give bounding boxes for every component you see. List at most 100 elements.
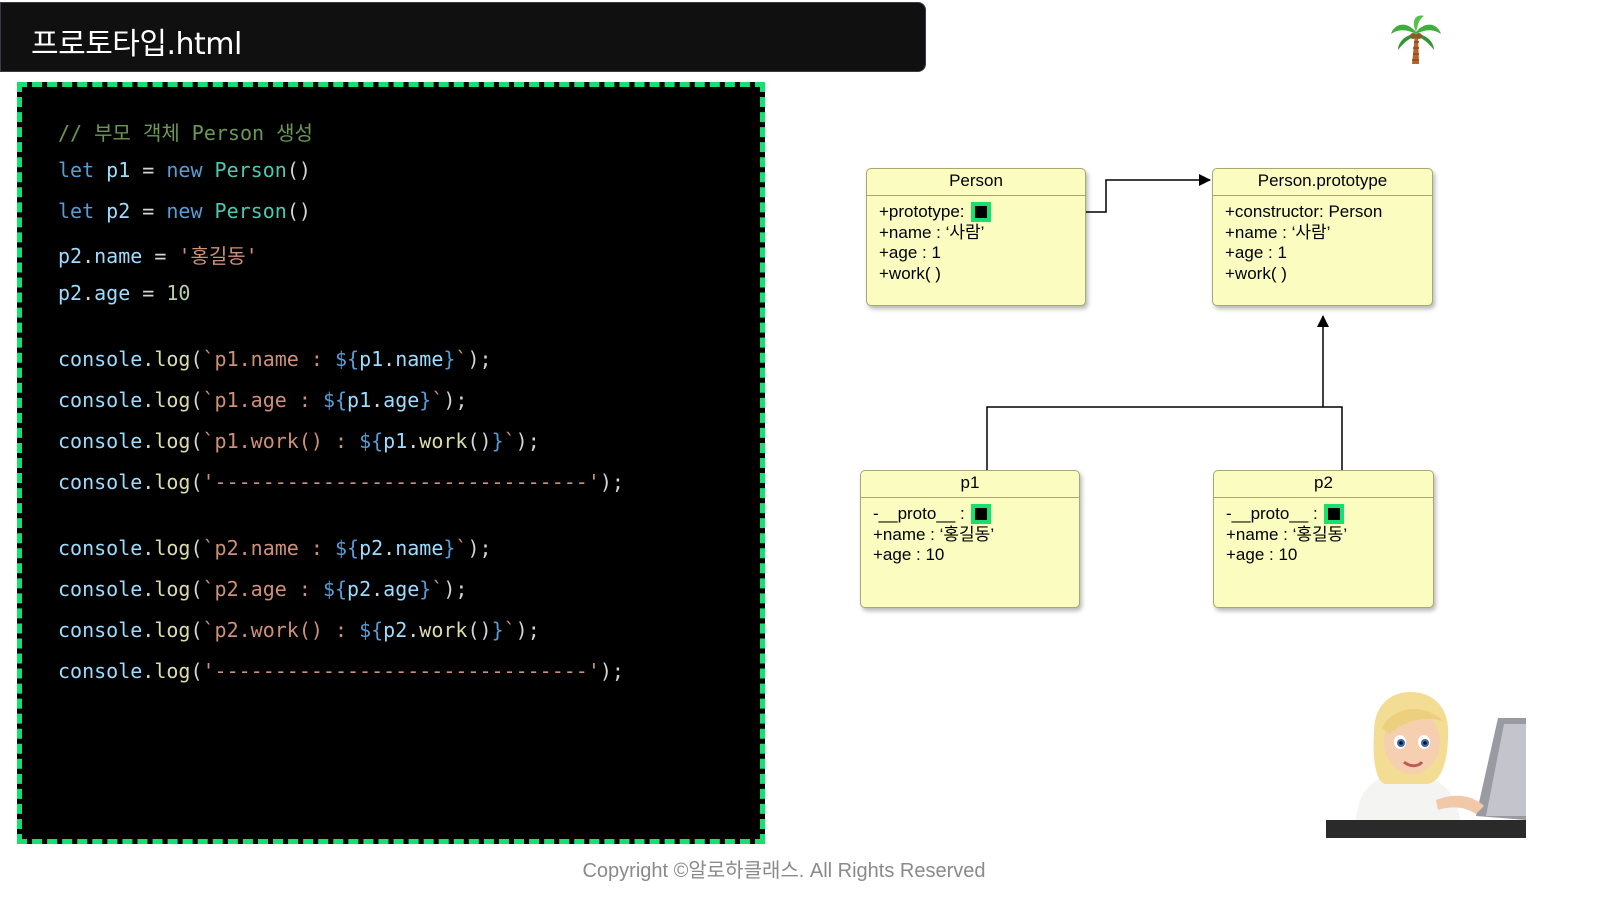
code-token: ` bbox=[503, 618, 516, 642]
code-token: console bbox=[58, 618, 143, 642]
pointer-icon bbox=[1323, 504, 1344, 525]
code-token: ( bbox=[190, 347, 203, 371]
code-token: console bbox=[58, 577, 143, 601]
code-token: ); bbox=[443, 388, 468, 412]
code-line: // 부모 객체 Person 생성 bbox=[58, 117, 313, 146]
code-token: ${ bbox=[359, 429, 384, 453]
code-token: name bbox=[94, 244, 143, 268]
p1-box-title: p1 bbox=[861, 471, 1079, 498]
code-token: `p2.name : bbox=[202, 536, 335, 560]
p2-age-field: +age : 10 bbox=[1226, 545, 1298, 564]
code-line: console.log(`p1.age : ${p1.age}`); bbox=[58, 388, 467, 412]
code-token: } bbox=[443, 347, 456, 371]
code-token: ${ bbox=[334, 347, 360, 371]
code-token: console bbox=[58, 659, 143, 683]
code-token: p2 bbox=[383, 618, 408, 642]
code-token: . bbox=[371, 577, 384, 601]
code-token: ( bbox=[190, 536, 203, 560]
code-token: `p2.age : bbox=[202, 577, 323, 601]
code-token: log bbox=[154, 429, 191, 453]
code-line: console.log('---------------------------… bbox=[58, 659, 624, 683]
p1-age-field: +age : 10 bbox=[873, 545, 945, 564]
code-token: p1 bbox=[347, 388, 372, 412]
code-token: `p1.name : bbox=[202, 347, 335, 371]
code-token: console bbox=[58, 536, 143, 560]
code-token: . bbox=[142, 429, 155, 453]
code-token: ( bbox=[190, 659, 203, 683]
code-token: '홍길동' bbox=[178, 244, 258, 268]
code-token: = bbox=[142, 199, 167, 223]
code-token: p2 bbox=[347, 577, 372, 601]
code-line: console.log('---------------------------… bbox=[58, 470, 624, 494]
code-token: p1 bbox=[359, 347, 384, 371]
prototype-constructor-field: +constructor: Person bbox=[1225, 202, 1383, 221]
code-token: . bbox=[383, 536, 396, 560]
code-token: = bbox=[142, 158, 167, 182]
code-token: `p2.work() : bbox=[202, 618, 360, 642]
code-line: p2.age = 10 bbox=[58, 281, 190, 305]
code-token: ` bbox=[455, 536, 468, 560]
code-token: name bbox=[395, 347, 444, 371]
code-token: '-------------------------------' bbox=[202, 659, 600, 683]
code-token: } bbox=[443, 536, 456, 560]
code-token: ); bbox=[515, 429, 540, 453]
code-token: name bbox=[395, 536, 444, 560]
code-token: = bbox=[130, 281, 167, 305]
code-token: log bbox=[154, 470, 191, 494]
code-token: log bbox=[154, 577, 191, 601]
code-token: console bbox=[58, 347, 143, 371]
code-token: ( bbox=[190, 618, 203, 642]
code-token: `p1.age : bbox=[202, 388, 323, 412]
code-token: console bbox=[58, 429, 143, 453]
code-token: age bbox=[94, 281, 131, 305]
code-token: () bbox=[467, 429, 492, 453]
code-token: new bbox=[166, 158, 203, 182]
code-line: let p1 = new Person() bbox=[58, 158, 311, 182]
code-token: ( bbox=[190, 577, 203, 601]
code-token: '-------------------------------' bbox=[202, 470, 600, 494]
code-token: ${ bbox=[359, 618, 384, 642]
code-editor: // 부모 객체 Person 생성 let p1 = new Person() l… bbox=[17, 82, 765, 844]
person-age-field: +age : 1 bbox=[879, 243, 941, 262]
prototype-work-method: +work( ) bbox=[1225, 263, 1287, 283]
code-line: console.log(`p2.name : ${p2.name}`); bbox=[58, 536, 492, 560]
p2-box-title: p2 bbox=[1214, 471, 1433, 498]
code-token: ` bbox=[503, 429, 516, 453]
code-token: log bbox=[154, 618, 191, 642]
code-token: ( bbox=[190, 470, 203, 494]
code-token: } bbox=[419, 388, 432, 412]
code-token: ${ bbox=[322, 388, 348, 412]
code-token: ); bbox=[467, 536, 492, 560]
code-token: . bbox=[407, 429, 420, 453]
code-token: ); bbox=[443, 577, 468, 601]
code-token: p2 bbox=[58, 281, 83, 305]
code-token: `p1.work() : bbox=[202, 429, 360, 453]
code-token: ); bbox=[515, 618, 540, 642]
code-token: ( bbox=[190, 388, 203, 412]
code-token: . bbox=[142, 388, 155, 412]
code-token: } bbox=[491, 618, 504, 642]
code-token: . bbox=[142, 347, 155, 371]
person-box-title: Person bbox=[867, 169, 1085, 196]
copyright-text: Copyright ©알로하클래스. All Rights Reserved bbox=[582, 860, 986, 882]
code-token: log bbox=[154, 536, 191, 560]
code-token: ` bbox=[455, 347, 468, 371]
code-token: new bbox=[166, 199, 203, 223]
person-box: Person +prototype: +name : ‘사람’ +age : 1… bbox=[866, 168, 1086, 306]
person-name-field: +name : ‘사람’ bbox=[879, 222, 985, 242]
code-token: console bbox=[58, 388, 143, 412]
code-token: work bbox=[419, 618, 468, 642]
code-token: log bbox=[154, 388, 191, 412]
code-token: p2 bbox=[94, 199, 143, 223]
code-token: . bbox=[407, 618, 420, 642]
code-token: . bbox=[142, 536, 155, 560]
p1-proto-field: -__proto__ : bbox=[873, 504, 965, 523]
prototype-name-field: +name : ‘사람’ bbox=[1225, 222, 1331, 242]
code-token: age bbox=[383, 577, 420, 601]
p2-name-field: +name : ‘홍길동’ bbox=[1226, 524, 1348, 544]
p2-box: p2 -__proto__ : +name : ‘홍길동’ +age : 10 bbox=[1213, 470, 1434, 608]
code-token: () bbox=[286, 199, 311, 223]
code-token: () bbox=[467, 618, 492, 642]
code-token: . bbox=[142, 659, 155, 683]
presenter-avatar bbox=[1326, 692, 1526, 838]
